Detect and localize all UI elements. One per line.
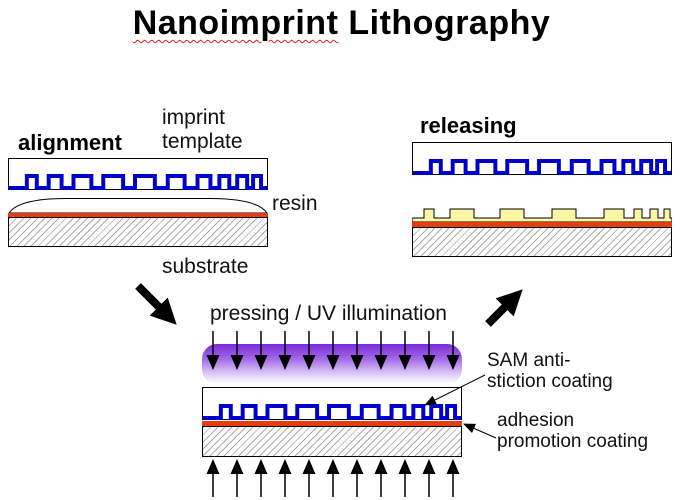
adhesion-coating-label: adhesion promotion coating [497,410,649,453]
alignment-template-box [8,158,268,190]
alignment-template-pattern [9,174,267,190]
pressing-template-box [202,387,462,420]
pressing-substrate-block [202,426,462,457]
sam-coating-label: SAM anti- stiction coating [487,350,613,393]
imprint-template-label: imprint template [162,106,243,153]
press-up-arrows [205,458,461,498]
patterned-resin [412,208,672,223]
pressing-adhesion-layer [202,421,462,426]
resin-droplet [8,198,268,214]
resin-label: resin [272,192,318,215]
releasing-template-pattern [413,159,671,175]
releasing-adhesion-layer [412,222,672,227]
alignment-adhesion-layer [8,213,268,217]
page-title: Nanoimprint Lithography [0,4,683,43]
title-word-lithography: Lithography [338,4,551,42]
title-word-nanoimprint: Nanoimprint [132,4,339,42]
flow-arrow-to-releasing [485,289,523,327]
flow-arrow-to-pressing [135,283,177,325]
pressing-template-pattern [203,404,461,420]
uv-illumination-bar [202,344,462,384]
alignment-substrate-block [8,217,268,247]
pressing-stage-label: pressing / UV illumination [210,302,447,325]
releasing-template-box [412,142,672,175]
releasing-substrate-block [412,227,672,257]
releasing-stage-label: releasing [420,113,517,138]
alignment-stage-label: alignment [18,130,122,155]
substrate-label: substrate [162,255,249,278]
